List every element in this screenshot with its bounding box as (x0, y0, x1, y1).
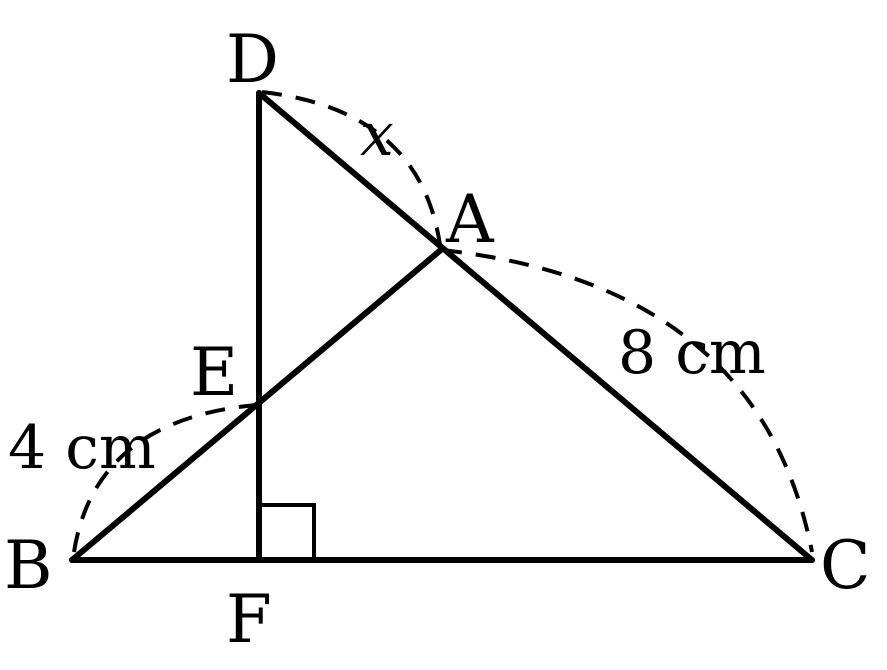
arc-AC (441, 248, 814, 553)
point-label-B: B (4, 527, 53, 604)
measure-label-DA: x (360, 100, 394, 170)
point-label-D: D (226, 21, 279, 98)
point-label-A: A (445, 181, 495, 258)
arc-BE (72, 403, 257, 553)
measure-label-BE: 4 cm (8, 413, 156, 483)
point-label-C: C (820, 527, 871, 604)
measure-label-AC: 8 cm (618, 318, 766, 388)
segment-DC (256, 90, 815, 563)
point-label-F: F (226, 581, 272, 658)
right-angle-mark (259, 503, 316, 560)
arc-DA (261, 90, 442, 246)
point-label-E: E (190, 334, 238, 411)
